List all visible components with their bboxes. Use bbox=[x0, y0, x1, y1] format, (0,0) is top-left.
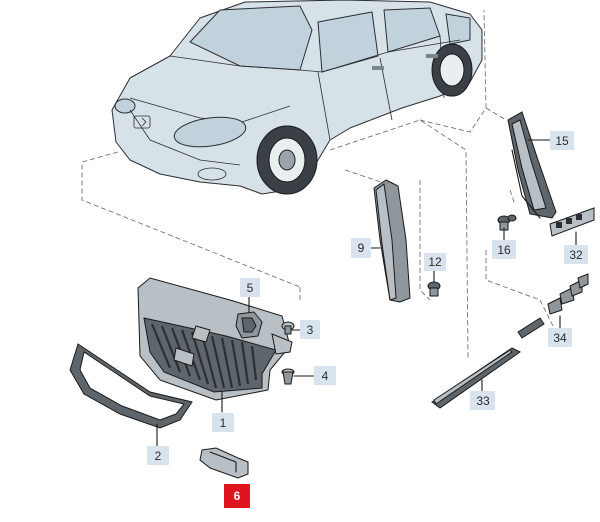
part-label-9-text: 9 bbox=[358, 241, 365, 255]
part-label-16[interactable]: 16 bbox=[492, 240, 516, 259]
part-5-clip bbox=[235, 311, 263, 339]
part-label-32-text: 32 bbox=[569, 248, 583, 262]
part-label-5[interactable]: 5 bbox=[240, 278, 260, 297]
grille-slats bbox=[150, 323, 258, 389]
part-label-33[interactable]: 33 bbox=[470, 391, 495, 410]
part-label-34[interactable]: 34 bbox=[548, 328, 572, 347]
part-label-9[interactable]: 9 bbox=[351, 238, 371, 258]
part-label-2-text: 2 bbox=[155, 449, 162, 463]
part-label-4-text: 4 bbox=[322, 369, 329, 383]
part-16-clip bbox=[497, 214, 517, 231]
part-label-32[interactable]: 32 bbox=[564, 245, 588, 264]
part-2-grille-frame bbox=[69, 343, 193, 429]
part-label-1-text: 1 bbox=[220, 416, 227, 430]
part-33-moulding bbox=[431, 347, 521, 409]
part-label-6[interactable]: 6 bbox=[224, 484, 250, 508]
part-label-3[interactable]: 3 bbox=[300, 320, 320, 339]
part-label-6-text: 6 bbox=[234, 489, 241, 503]
part-label-34-text: 34 bbox=[553, 331, 567, 345]
part-label-15-text: 15 bbox=[555, 134, 569, 148]
part-label-12[interactable]: 12 bbox=[424, 253, 446, 271]
part-1-grille bbox=[137, 277, 293, 401]
part-6-trim bbox=[199, 447, 249, 479]
part-label-12-text: 12 bbox=[428, 255, 442, 269]
part-15-pillar-trim bbox=[507, 111, 557, 219]
part-3-screw bbox=[281, 321, 295, 335]
part-9-pillar-trim bbox=[373, 179, 411, 303]
part-label-1[interactable]: 1 bbox=[212, 413, 234, 432]
part-label-2[interactable]: 2 bbox=[147, 446, 169, 465]
part-12-clip bbox=[427, 281, 441, 297]
part-32-emblem bbox=[549, 207, 595, 237]
car-illustration bbox=[111, 0, 483, 195]
part-label-4[interactable]: 4 bbox=[314, 366, 336, 385]
part-label-15[interactable]: 15 bbox=[550, 131, 574, 150]
part-4-clip bbox=[281, 368, 295, 385]
part-label-33-text: 33 bbox=[476, 394, 490, 408]
part-label-16-text: 16 bbox=[497, 243, 511, 257]
part-label-5-text: 5 bbox=[247, 281, 254, 295]
part-34-badges bbox=[517, 273, 589, 339]
label-connectors bbox=[156, 139, 577, 448]
part-label-3-text: 3 bbox=[307, 323, 314, 337]
